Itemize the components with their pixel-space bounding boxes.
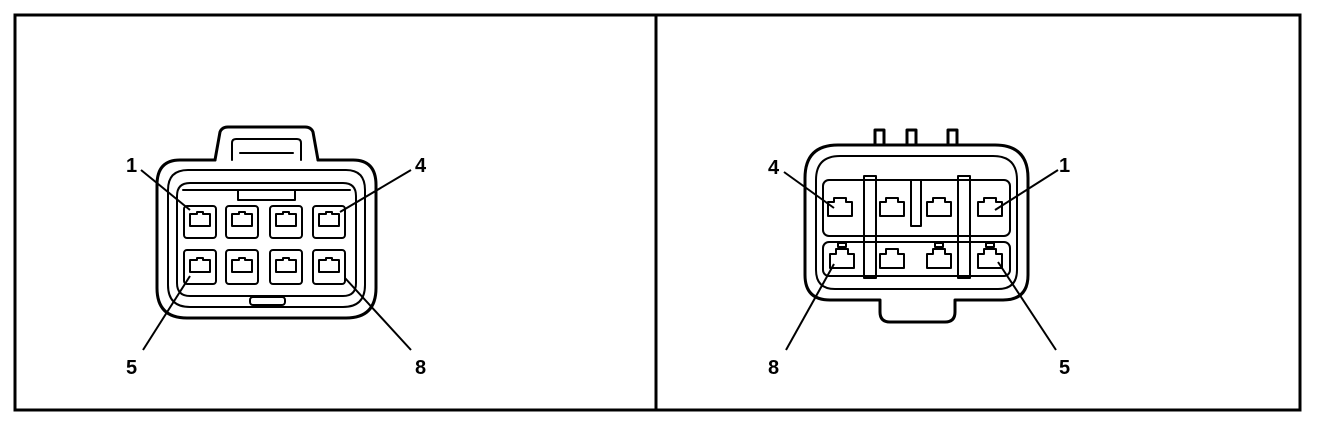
left-label-bottom-left: 5 [126,357,137,379]
right-divider-bar-center [910,179,922,227]
right-label-bottom-left: 8 [768,357,779,379]
right-lower-cavity [822,241,1011,277]
right-leader-bottom-left [785,263,835,351]
left-pin-7 [269,249,303,285]
left-pin-8 [312,249,346,285]
left-pin-grid [183,205,346,285]
left-housing-outer [155,158,378,320]
right-top-ridges [873,128,959,147]
left-pin-4 [312,205,346,239]
right-label-bottom-right: 5 [1059,357,1070,379]
right-leader-top-right [994,169,1059,211]
right-label-top-right: 1 [1059,155,1070,177]
right-leader-top-left [783,171,835,209]
right-pin-7 [879,248,905,269]
left-pin-6 [225,249,259,285]
left-pin-2 [225,205,259,239]
left-latch-tab [213,125,320,162]
left-pin-5 [183,249,217,285]
right-pin-8 [829,242,855,269]
right-divider-bar-right [957,175,971,279]
left-latch-inner [231,138,302,161]
right-leader-bottom-right [997,261,1057,351]
right-pin-3 [879,197,905,217]
left-leader-top-right [339,169,412,213]
left-pin-1 [183,205,217,239]
right-housing-outer [803,143,1030,324]
left-leader-bottom-right [344,277,412,351]
right-pin-2 [926,197,952,217]
left-label-bottom-right: 8 [415,357,426,379]
left-housing-inner [167,169,366,308]
right-pin-6 [926,242,952,269]
left-label-top-left: 1 [126,155,137,177]
left-cavity-frame [176,182,357,297]
right-pin-4 [827,197,853,217]
right-housing-inner [815,155,1018,290]
left-pin-3 [269,205,303,239]
left-bottom-notch [249,296,286,306]
right-pin-5 [977,242,1003,269]
right-pin-grid [827,197,1003,269]
left-connector-view: 1 4 5 8 [126,125,427,379]
left-center-key [237,189,296,201]
right-connector-view: 4 1 8 5 [768,128,1070,379]
left-leader-bottom-left [142,275,191,351]
right-pin-1 [977,197,1003,217]
left-label-top-right: 4 [415,155,427,177]
right-divider-bar-left [863,175,877,279]
right-label-top-left: 4 [768,157,780,179]
left-leader-top-left [140,169,191,211]
